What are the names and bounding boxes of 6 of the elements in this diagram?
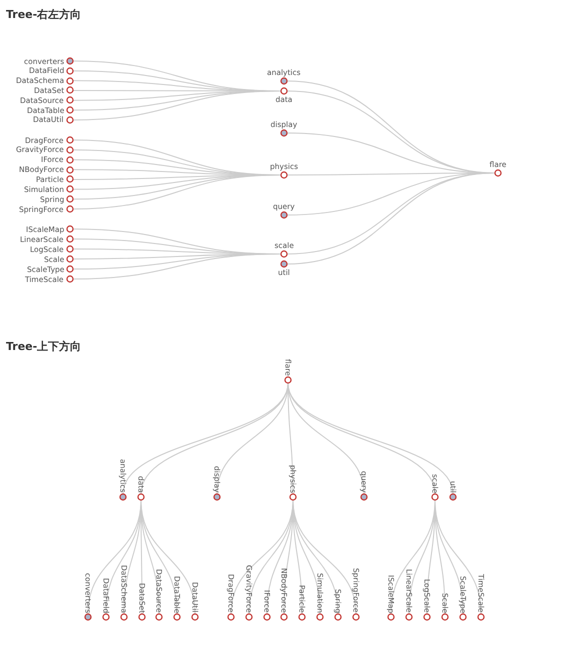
chart-title: Tree-上下方向: [6, 340, 82, 353]
tree-link: [72, 254, 282, 280]
tree-link: [292, 500, 356, 614]
tree-link: [434, 500, 482, 614]
tree-link: [140, 500, 196, 614]
chart-title: Tree-右左方向: [6, 8, 82, 21]
